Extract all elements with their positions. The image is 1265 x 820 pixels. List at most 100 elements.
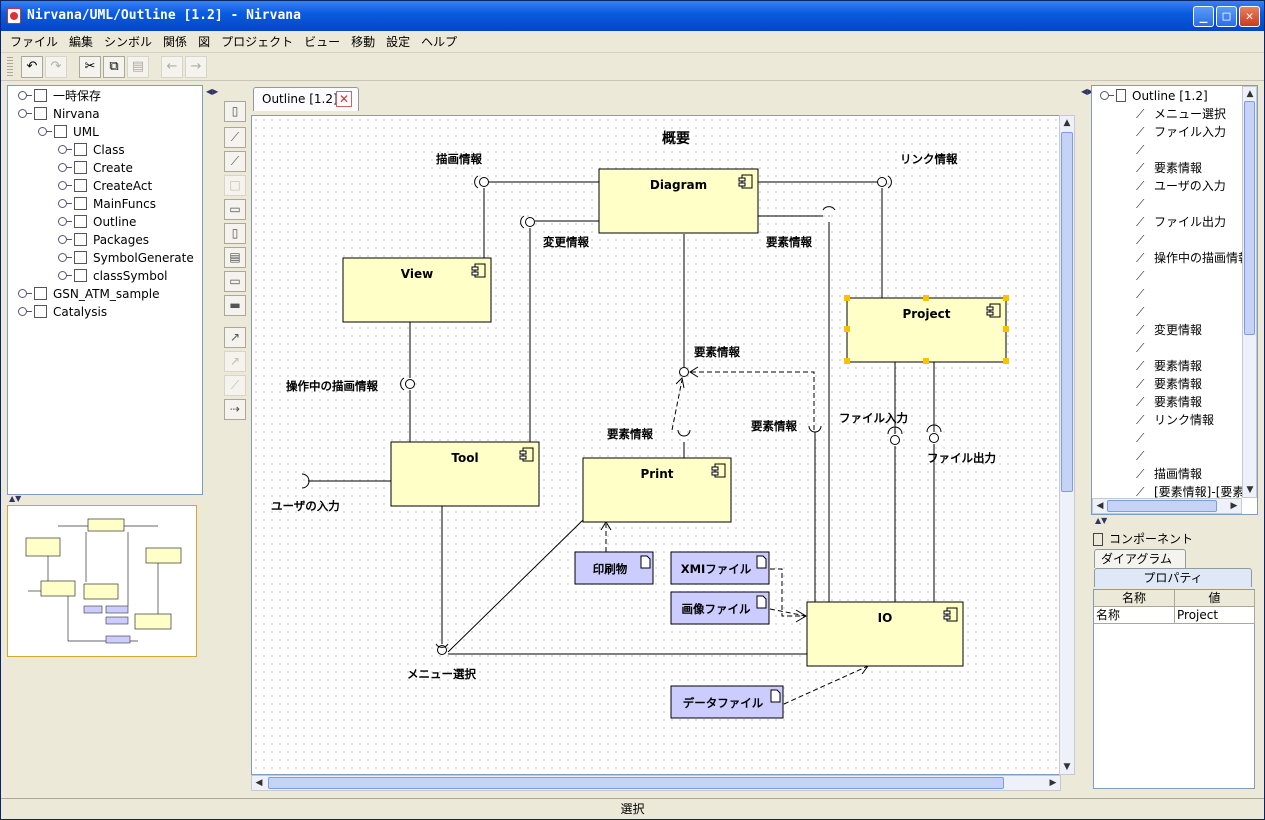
outline-item[interactable]: ⟋ [1136,231,1154,249]
menu-edit[interactable]: 編集 [69,35,94,49]
maximize-button[interactable]: □ [1216,6,1237,27]
scroll-left-icon[interactable]: ◀ [255,778,263,788]
tree-item[interactable]: CreateAct [58,177,152,195]
tree-item[interactable]: UML [38,123,99,141]
outline-item[interactable]: ⟋ [1136,303,1154,321]
tree-item[interactable]: Catalysis [18,303,107,321]
canvas-vertical-scrollbar[interactable]: ▲ ▼ [1059,115,1075,775]
outline-vscroll-thumb[interactable] [1244,101,1255,335]
back-icon[interactable]: ← [161,56,183,78]
component-project[interactable]: Project [846,297,1007,363]
tree-expand-icon[interactable] [58,217,72,226]
outline-item[interactable]: ⟋ファイル入力 [1136,123,1226,141]
outline-item[interactable]: ⟋要素情報 [1136,357,1202,375]
outline-scroll-up-icon[interactable]: ▲ [1246,89,1254,99]
overview-thumbnail[interactable] [7,505,197,657]
scroll-down-icon[interactable]: ▼ [1063,762,1071,772]
copy-icon[interactable]: ⧉ [103,56,125,78]
tree-expand-icon[interactable] [18,307,32,316]
line-tool-icon[interactable]: ⟋ [224,375,246,396]
property-value-cell[interactable]: Project [1175,607,1255,624]
outline-item[interactable]: ⟋ [1136,339,1154,357]
outline-item[interactable]: ⟋[要素情報]-[要素 [1136,483,1244,501]
tree-expand-icon[interactable] [58,199,72,208]
artifact[interactable]: XMIファイル [670,551,770,585]
menu-move[interactable]: 移動 [351,35,376,49]
menu-help[interactable]: ヘルプ [421,35,458,49]
tree-expand-icon[interactable] [18,91,32,100]
outline-item[interactable]: ⟋変更情報 [1136,321,1202,339]
tab-properties[interactable]: プロパティ [1094,568,1252,587]
outline-item[interactable]: ⟋リンク情報 [1136,411,1214,429]
selection-handles[interactable] [844,295,1009,364]
interface-tool-icon[interactable]: ⟋ [224,127,246,148]
outline-item[interactable]: ⟋要素情報 [1136,375,1202,393]
package-tool-icon[interactable]: ▭ [224,199,246,220]
dashed-arrow-tool-icon[interactable]: ⇢ [224,399,246,420]
artifact-tool-icon[interactable]: ▯ [224,223,246,244]
toolbar-grip[interactable] [7,57,13,77]
outline-item[interactable]: ⟋ [1136,195,1154,213]
tree-expand-icon[interactable] [58,145,72,154]
outline-hscroll[interactable]: ◀ ▶ [1092,498,1242,514]
document-tool-icon[interactable]: ▤ [224,247,246,268]
component-io[interactable]: IO [806,601,964,667]
menu-project[interactable]: プロジェクト [221,35,294,49]
outline-item[interactable]: ⟋要素情報 [1136,393,1202,411]
tree-expand-icon[interactable] [38,127,52,136]
folder-tool-icon[interactable]: ▭ [224,271,246,292]
artifact[interactable]: 印刷物 [574,551,654,585]
tree-item[interactable]: SymbolGenerate [58,249,194,267]
tree-item[interactable]: GSN_ATM_sample [18,285,159,303]
component-tool-icon[interactable]: ▯ [224,101,246,122]
outline-scroll-down-icon[interactable]: ▼ [1246,485,1254,495]
menu-view[interactable]: ビュー [304,35,341,49]
tree-item[interactable]: Packages [58,231,149,249]
canvas-hscroll-thumb[interactable] [268,777,1004,789]
menu-file[interactable]: ファイル [10,35,59,49]
close-button[interactable]: ✕ [1239,6,1260,27]
artifact[interactable]: データファイル [670,685,784,719]
collapse-right-icon[interactable]: ◀▶ [1081,87,1094,96]
tree-expand-icon[interactable] [18,109,32,118]
left-splitter[interactable]: ▲▼ [7,494,203,505]
tree-expand-icon[interactable] [58,163,72,172]
socket-tool-icon[interactable]: ⟋ [224,151,246,172]
tree-expand-icon[interactable] [58,271,72,280]
right-splitter-icon[interactable]: ▲▼ [1095,516,1108,525]
note-tool-icon[interactable]: ▬ [224,295,246,316]
outline-item[interactable]: ⟋メニュー選択 [1136,105,1226,123]
outline-item[interactable]: ⟋操作中の描画情報 [1136,249,1250,267]
node-tool-icon[interactable]: □ [224,175,246,196]
scroll-right-icon[interactable]: ▶ [1049,778,1057,788]
outline-scroll-left-icon[interactable]: ◀ [1096,501,1104,511]
tab-outline[interactable]: Outline [1.2] ✕ [253,87,359,111]
component-diagram[interactable]: Diagram [598,168,759,234]
tree-expand-icon[interactable] [58,181,72,190]
diagram-canvas[interactable]: 概要 描画情報 リンク情報 変更情報 要素情報 要素情報 操作中の描画情報 要素… [251,115,1061,775]
outline-item[interactable]: ⟋ [1136,267,1154,285]
tree-item[interactable]: Outline [58,213,136,231]
outline-item[interactable]: ⟋ユーザの入力 [1136,177,1226,195]
tree-item[interactable]: Nirvana [18,105,100,123]
column-header-name[interactable]: 名称 [1094,590,1175,607]
tree-item[interactable]: MainFuncs [58,195,156,213]
outline-item[interactable]: ⟋ファイル出力 [1136,213,1226,231]
outline-hscroll-thumb[interactable] [1107,500,1217,512]
outline-item[interactable]: ⟋ [1136,141,1154,159]
menu-symbol[interactable]: シンボル [104,35,153,49]
canvas-horizontal-scrollbar[interactable]: ◀ ▶ [251,775,1061,791]
component-print[interactable]: Print [582,457,732,523]
tree-item[interactable]: 一時保存 [18,87,101,105]
menu-settings[interactable]: 設定 [386,35,411,49]
column-header-value[interactable]: 値 [1175,590,1255,607]
outline-item[interactable]: ⟋要素情報 [1136,159,1202,177]
collapse-left-icon[interactable]: ◀▶ [206,87,219,96]
canvas-vscroll-thumb[interactable] [1061,132,1073,492]
artifact[interactable]: 画像ファイル [670,591,770,625]
tree-item[interactable]: classSymbol [58,267,168,285]
undo-icon[interactable]: ↶ [21,56,43,78]
component-tool[interactable]: Tool [390,441,540,507]
tree-item[interactable]: Create [58,159,133,177]
outline-scroll-right-icon[interactable]: ▶ [1230,501,1238,511]
